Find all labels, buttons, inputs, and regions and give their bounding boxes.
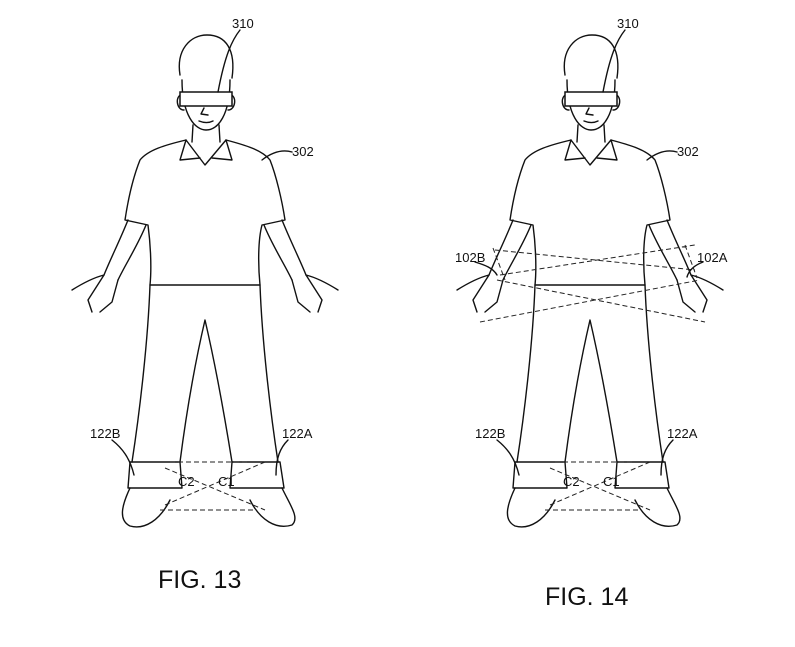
user-figure <box>71 34 339 528</box>
figure-14: 310 302 102B 102A 122B 122A C2 C1 FIG. 1… <box>455 16 728 611</box>
label-310: 310 <box>617 16 639 31</box>
label-302: 302 <box>677 144 699 159</box>
label-c1: C1 <box>218 474 235 489</box>
label-122a: 122A <box>667 426 698 441</box>
headset-visor <box>564 91 618 107</box>
label-122a: 122A <box>282 426 313 441</box>
user-figure <box>456 34 724 528</box>
headset-visor <box>179 91 233 107</box>
label-c1: C1 <box>603 474 620 489</box>
label-122b: 122B <box>475 426 505 441</box>
label-102a: 102A <box>697 250 728 265</box>
figure-13: 310 302 122B 122A C2 C1 FIG. 13 <box>71 16 339 594</box>
label-c2: C2 <box>178 474 195 489</box>
figure-caption: FIG. 14 <box>545 583 628 611</box>
figure-caption: FIG. 13 <box>158 566 241 594</box>
label-302: 302 <box>292 144 314 159</box>
label-c2: C2 <box>563 474 580 489</box>
label-102b: 102B <box>455 250 485 265</box>
label-122b: 122B <box>90 426 120 441</box>
label-310: 310 <box>232 16 254 31</box>
